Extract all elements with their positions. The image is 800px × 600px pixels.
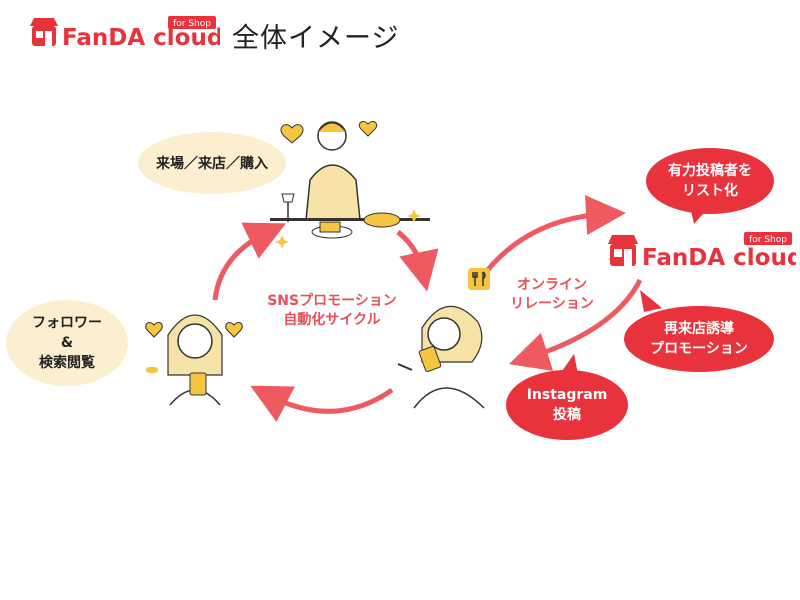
relation-line-1: オンライン — [517, 277, 587, 293]
instagram-bubble-tail — [560, 354, 578, 374]
dining-woman-illustration — [270, 121, 430, 249]
cycle-line-2: 自動化サイクル — [283, 312, 381, 328]
heart-icon — [145, 322, 163, 338]
instagram-line-2: 投稿 — [553, 407, 581, 423]
phone-woman-illustration — [145, 314, 243, 406]
header-fanda-logo: FanDA cloud for Shop — [30, 16, 220, 51]
follower-line-1: フォロワー — [32, 315, 102, 331]
poster-line-2: リスト化 — [682, 183, 738, 199]
promo-bubble: 再来店誘導 プロモーション — [624, 306, 774, 372]
smartphone-icon — [189, 372, 207, 396]
follower-line-3: 検索閲覧 — [39, 355, 95, 371]
shop-logo-icon — [30, 18, 58, 46]
arrow-icon — [212, 222, 287, 301]
follower-line-2: & — [60, 335, 74, 351]
relation-line-2: リレーション — [510, 296, 594, 312]
poster-bubble: 有力投稿者を リスト化 — [646, 148, 774, 214]
pointing-woman-illustration — [397, 305, 485, 409]
fanda-logo-right: FanDA cloud for Shop — [608, 232, 796, 271]
heart-icon — [280, 124, 304, 144]
brand-right-main: FanDA cloud — [642, 245, 796, 271]
smartphone-icon — [418, 345, 442, 373]
cycle-line-1: SNSプロモーション — [267, 293, 397, 309]
brand-right-tag: for Shop — [749, 235, 787, 245]
arrow-icon — [396, 230, 439, 292]
visit-label: 来場／来店／購入 — [156, 156, 268, 172]
relation-label: オンライン リレーション — [492, 276, 612, 314]
visit-bubble: 来場／来店／購入 — [138, 132, 286, 194]
poster-bubble-tail — [690, 206, 710, 224]
promo-line-1: 再来店誘導 — [664, 321, 734, 337]
arrow-icon — [250, 385, 394, 422]
instagram-line-1: Instagram — [526, 387, 608, 403]
follower-bubble: フォロワー & 検索閲覧 — [6, 300, 128, 386]
cycle-label: SNSプロモーション 自動化サイクル — [252, 292, 412, 330]
brand-tag-text: for Shop — [173, 19, 211, 29]
instagram-bubble: Instagram 投稿 — [506, 370, 628, 440]
fork-knife-icon — [468, 268, 490, 290]
page-title: 全体イメージ — [232, 23, 400, 54]
brand-main-text: FanDA cloud — [62, 25, 220, 51]
sparkle-icon — [407, 209, 421, 223]
sparkle-icon — [275, 235, 289, 249]
heart-icon — [358, 121, 378, 137]
shop-logo-icon — [608, 235, 638, 266]
arrow-icon — [484, 195, 626, 274]
promo-bubble-tail — [640, 290, 662, 312]
heart-icon — [225, 322, 243, 338]
poster-line-1: 有力投稿者を — [668, 163, 752, 179]
arrow-icon — [508, 278, 643, 371]
promo-line-2: プロモーション — [650, 341, 748, 357]
